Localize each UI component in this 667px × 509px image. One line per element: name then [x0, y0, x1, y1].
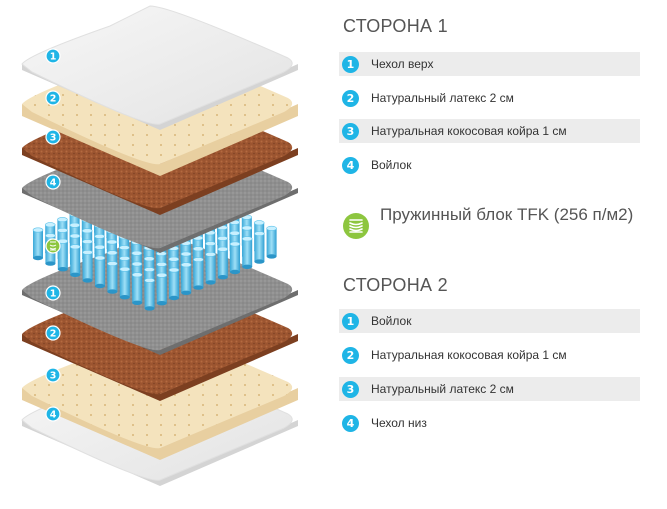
side2-item-2: 2 Натуральная кокосовая койра 1 см	[339, 343, 640, 367]
spring-coil	[131, 272, 143, 305]
top-cover-layer	[21, 5, 298, 130]
spring-coil	[82, 249, 93, 283]
layer-number-marker: 4	[45, 174, 61, 190]
side1-item-1: 1 Чехол верх	[339, 52, 640, 76]
side1-item-label: Натуральная кокосовая койра 1 см	[371, 124, 567, 138]
number-badge: 4	[342, 156, 359, 174]
svg-text:3: 3	[50, 371, 57, 382]
number-badge: 1	[342, 55, 359, 73]
svg-text:4: 4	[50, 410, 57, 421]
side2-item-1: 1 Войлок	[339, 309, 640, 333]
side2-item-3: 3 Натуральный латекс 2 см	[339, 377, 640, 401]
layer-number-marker: 3	[45, 129, 61, 145]
svg-text:3: 3	[50, 133, 57, 144]
side2-item-label: Чехол низ	[371, 416, 427, 430]
spring-coil	[94, 255, 106, 289]
layer-number-marker: 3	[45, 367, 61, 383]
spring-coil	[266, 225, 277, 259]
side1-item-label: Чехол верх	[371, 57, 434, 71]
svg-text:2: 2	[50, 329, 57, 340]
spring-block-label: Пружинный блок TFK (256 п/м2)	[380, 205, 634, 224]
svg-text:4: 4	[50, 178, 57, 189]
spring-icon	[343, 213, 369, 239]
spring-coil	[32, 227, 44, 261]
side1-title: СТОРОНА 1	[343, 16, 448, 36]
spring-block-item: Пружинный блок TFK (256 п/м2)	[339, 200, 639, 256]
side2-item-4: 4 Чехол низ	[339, 411, 640, 435]
number-badge: 2	[342, 346, 359, 364]
spring-coil	[180, 262, 192, 295]
side2-title: СТОРОНА 2	[343, 275, 448, 295]
number-badge: 3	[342, 122, 359, 140]
svg-text:1: 1	[50, 289, 57, 300]
spring-coil	[229, 241, 241, 275]
spring-coil	[205, 251, 216, 285]
layer-number-marker: 2	[45, 90, 61, 106]
side2-item-label: Натуральная кокосовая койра 1 см	[371, 348, 567, 362]
side1-item-2: 2 Натуральный латекс 2 см	[339, 86, 640, 110]
number-badge: 3	[342, 380, 359, 398]
spring-coil	[168, 267, 180, 301]
layer-number-marker: 1	[45, 48, 61, 64]
spring-coil	[193, 257, 204, 290]
spring-coil	[119, 266, 131, 300]
spring-coil	[144, 277, 155, 311]
side2-item-label: Войлок	[371, 314, 412, 328]
layer-number-marker: 4	[45, 406, 61, 422]
spring-coil	[57, 238, 69, 272]
svg-text:2: 2	[50, 94, 57, 105]
spring-coil	[156, 272, 168, 306]
number-badge: 2	[342, 89, 359, 107]
spring-coil	[217, 246, 229, 280]
number-badge: 1	[342, 312, 359, 330]
side1-item-label: Натуральный латекс 2 см	[371, 91, 514, 105]
side1-item-label: Войлок	[371, 158, 412, 172]
svg-text:1: 1	[50, 52, 57, 63]
side2-item-label: Натуральный латекс 2 см	[371, 382, 514, 396]
side1-item-3: 3 Натуральная кокосовая койра 1 см	[339, 119, 640, 143]
mattress-layers-diagram: 1 2 3 4 1 2 3 4	[21, 5, 298, 486]
number-badge: 4	[342, 414, 359, 432]
layer-number-marker: 2	[45, 325, 61, 341]
side1-item-4: 4 Войлок	[339, 153, 640, 177]
layer-number-marker: 1	[45, 285, 61, 301]
spring-coil	[107, 261, 118, 294]
spring-coil	[254, 231, 265, 264]
spring-coil	[241, 236, 253, 269]
spring-marker-icon	[45, 238, 61, 254]
spring-coil	[69, 244, 81, 277]
